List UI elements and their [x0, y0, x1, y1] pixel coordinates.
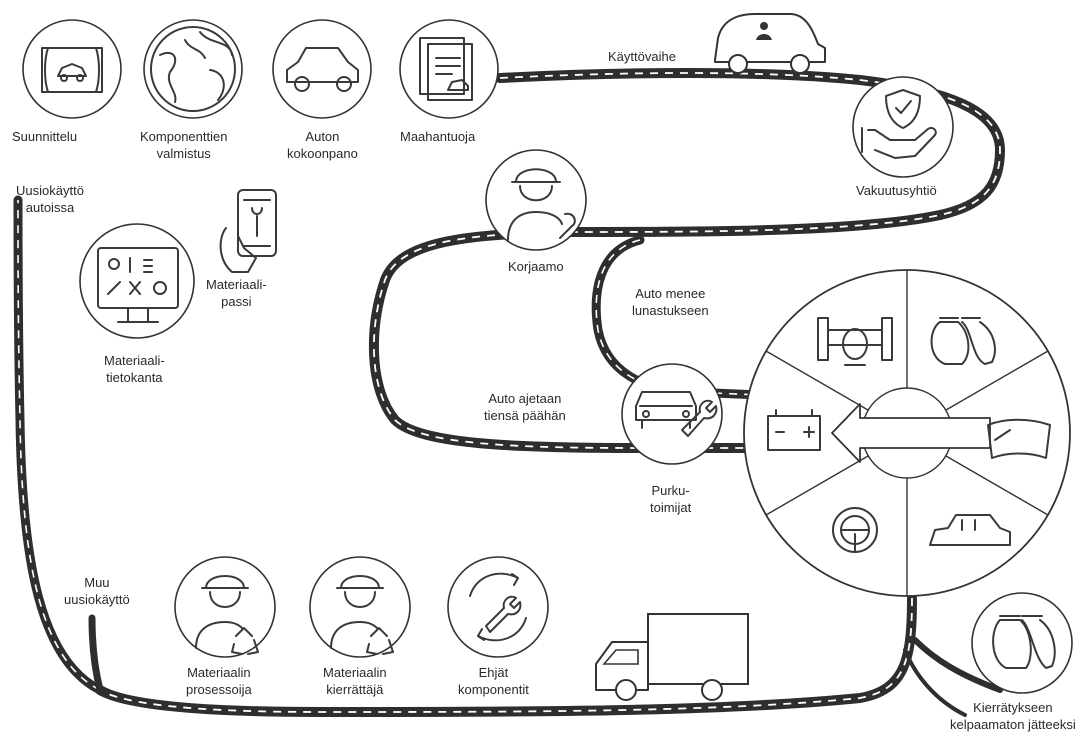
- label-line: passi: [221, 294, 252, 309]
- label-line: Auto menee: [635, 286, 706, 301]
- label-line: Suunnittelu: [12, 129, 78, 144]
- node-waste: [971, 592, 1073, 694]
- node-intact-components: [447, 556, 549, 658]
- label-redemption: Auto menee lunastukseen: [632, 285, 709, 319]
- label-line: Kierrätykseen: [973, 700, 1053, 715]
- globe-icon: [150, 26, 236, 112]
- label-line: autoissa: [25, 200, 75, 215]
- label-line: tietokanta: [106, 370, 163, 385]
- label-line: Vakuutusyhtiö: [856, 183, 937, 198]
- node-material-passport: [219, 189, 277, 273]
- label-intact-components: Ehjät komponentit: [458, 664, 529, 698]
- label-line: Maahantuoja: [400, 129, 476, 144]
- label-insurer: Vakuutusyhtiö: [856, 182, 937, 199]
- label-line: Uusiokäyttö: [16, 183, 84, 198]
- label-line: prosessoija: [186, 682, 252, 697]
- arrow-left-icon: [831, 403, 991, 463]
- node-dismantlers: [621, 363, 723, 465]
- worker-recycle-icon: [330, 575, 394, 655]
- truck: [595, 613, 749, 701]
- label-components: Komponenttien valmistus: [140, 128, 227, 162]
- label-line: uusiokäyttö: [64, 592, 130, 607]
- label-usage: Käyttövaihe: [608, 48, 676, 65]
- label-line: Materiaalin: [323, 665, 387, 680]
- car-icon: [286, 47, 359, 92]
- node-assembly: [272, 19, 372, 119]
- label-line: Auto ajetaan: [488, 391, 562, 406]
- node-components: [143, 19, 243, 119]
- seat-frame-icon: [817, 317, 893, 366]
- label-line: Käyttövaihe: [608, 49, 676, 64]
- label-end-of-road: Auto ajetaan tiensä päähän: [484, 390, 566, 424]
- node-material-db: [79, 223, 195, 339]
- label-importer: Maahantuoja: [400, 128, 475, 145]
- label-line: kelpaamaton jätteeksi: [950, 717, 1076, 732]
- blueprint-icon: [41, 47, 103, 93]
- road-waste: [912, 637, 1003, 693]
- label-material-passport: Materiaali- passi: [206, 276, 267, 310]
- phone-wrench-icon: [219, 189, 277, 273]
- label-line: Muu: [84, 575, 110, 590]
- wrench-cycle-icon: [469, 572, 527, 642]
- label-design: Suunnittelu: [12, 128, 77, 145]
- car-body-icon: [929, 514, 1011, 546]
- label-line: Korjaamo: [508, 259, 564, 274]
- label-line: Purku-: [651, 483, 690, 498]
- label-waste: Kierrätykseen kelpaamaton jätteeksi: [950, 699, 1076, 733]
- label-line: komponentit: [458, 682, 529, 697]
- label-line: kokoonpano: [287, 146, 358, 161]
- label-line: Materiaali-: [104, 353, 165, 368]
- car-repair-icon: [635, 391, 718, 437]
- road-other-reuse: [88, 614, 104, 694]
- label-processor: Materiaalin prosessoija: [186, 664, 252, 698]
- label-line: toimijat: [650, 500, 692, 515]
- monitor-icon: [97, 247, 179, 323]
- node-recycler: [309, 556, 411, 658]
- label-reuse-cars: Uusiokäyttö autoissa: [16, 182, 84, 216]
- node-insurer: [852, 76, 954, 178]
- label-recycler: Materiaalin kierrättäjä: [323, 664, 387, 698]
- label-repair: Korjaamo: [508, 258, 564, 275]
- label-line: Komponenttien: [140, 129, 228, 144]
- label-line: Materiaali-: [206, 277, 267, 292]
- insurance-shield-icon: [861, 89, 937, 159]
- label-material-db: Materiaali- tietokanta: [104, 352, 165, 386]
- node-processor: [174, 556, 276, 658]
- battery-icon: [767, 409, 821, 451]
- label-line: kierrättäjä: [326, 682, 384, 697]
- node-repair: [485, 149, 587, 251]
- label-line: Materiaalin: [187, 665, 251, 680]
- label-line: lunastukseen: [632, 303, 709, 318]
- driver-icon: [756, 22, 772, 40]
- label-line: tiensä päähän: [484, 408, 566, 423]
- steering-wheel-icon: [832, 507, 878, 553]
- money-bag-icon: [992, 615, 1056, 669]
- documents-icon: [419, 37, 473, 101]
- label-dismantlers: Purku- toimijat: [650, 482, 691, 516]
- windshield-icon: [987, 418, 1051, 459]
- node-design: [22, 19, 122, 119]
- usage-car: [714, 13, 826, 74]
- label-line: Ehjät: [478, 665, 509, 680]
- node-importer: [399, 19, 499, 119]
- mechanic-icon: [507, 168, 576, 241]
- worker-recycle-icon: [195, 575, 259, 655]
- dismantling-wheel: [743, 269, 1071, 597]
- money-bag-icon: [930, 317, 996, 365]
- label-assembly: Auton kokoonpano: [287, 128, 358, 162]
- label-line: valmistus: [156, 146, 211, 161]
- label-other-reuse: Muu uusiokäyttö: [64, 574, 130, 608]
- label-line: Auton: [305, 129, 340, 144]
